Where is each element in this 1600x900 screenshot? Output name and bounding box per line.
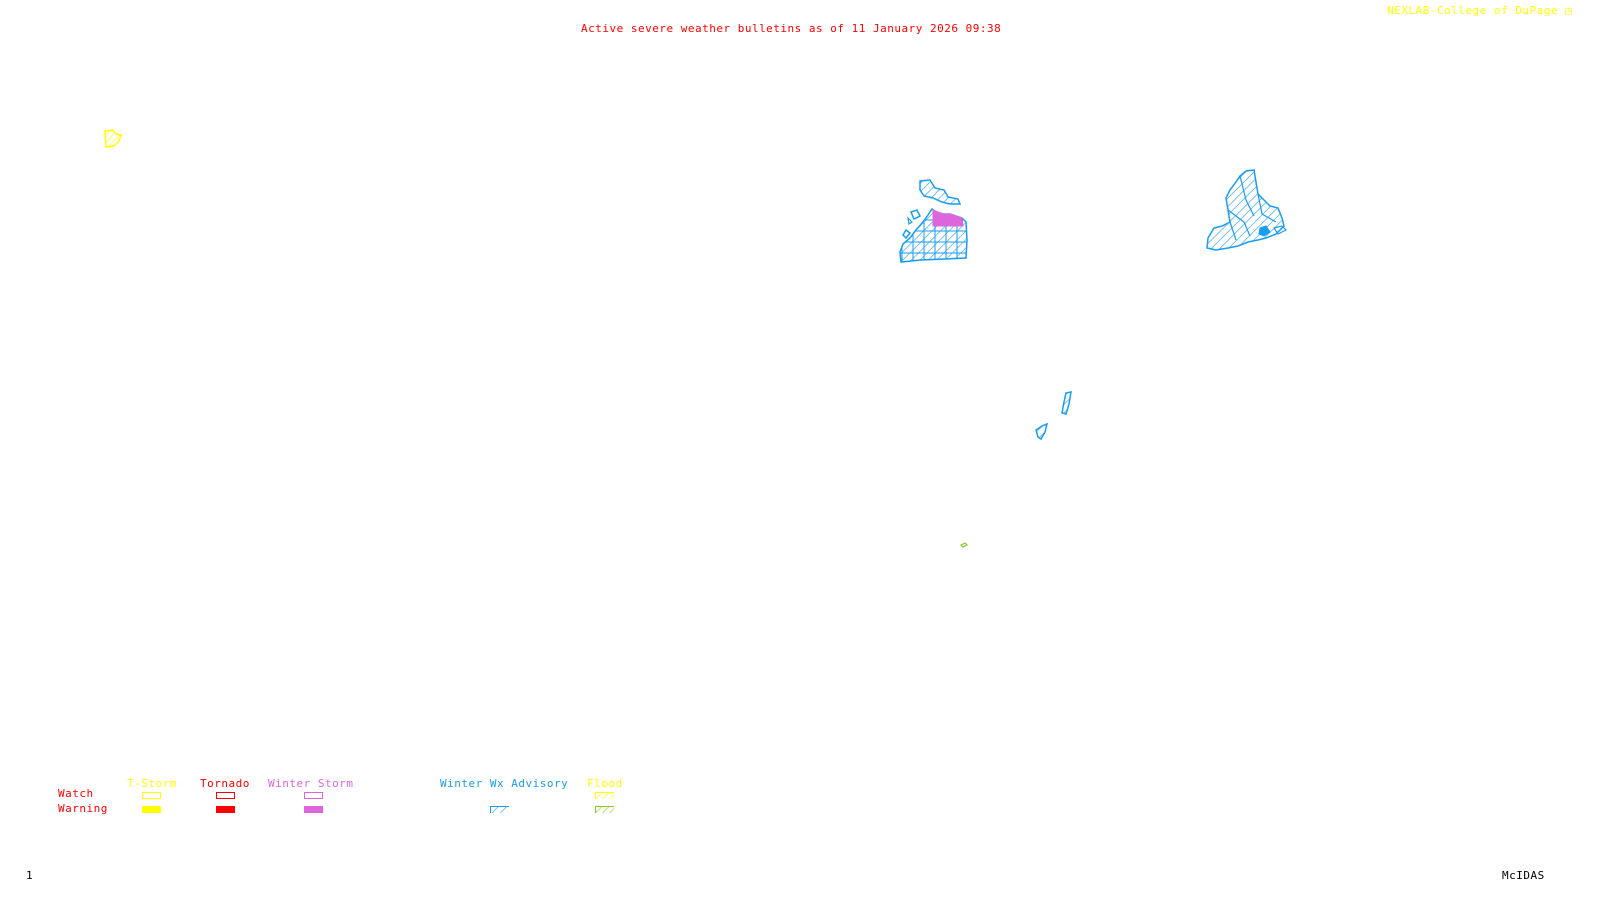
- software-label: McIDAS: [1502, 869, 1545, 882]
- flood-warning-small[interactable]: [959, 542, 969, 548]
- legend-tornado-watch-swatch: [216, 792, 235, 799]
- legend-winter-advisory-swatch: [490, 806, 509, 813]
- corner-icon: ◳: [1565, 4, 1573, 17]
- winter-advisory-cluster-east[interactable]: [1206, 169, 1288, 251]
- legend-tstorm-watch-swatch: [142, 792, 161, 799]
- frame-number: 1: [26, 869, 34, 882]
- winter-storm-warning-central[interactable]: [932, 209, 964, 227]
- legend-tornado-label: Tornado: [200, 777, 250, 790]
- legend-row-warning: Warning: [58, 802, 108, 815]
- legend-tornado-warning-swatch: [216, 806, 235, 813]
- legend-flood-watch-swatch: [595, 792, 614, 799]
- legend-winter-storm-label: Winter Storm: [268, 777, 354, 790]
- legend-flood-warning-swatch: [595, 806, 614, 813]
- yellow-tstorm-area-west[interactable]: [104, 129, 122, 148]
- legend-row-watch: Watch: [58, 787, 94, 800]
- map-title: Active severe weather bulletins as of 11…: [581, 22, 1002, 35]
- legend-tstorm-warning-swatch: [142, 806, 161, 813]
- legend-winter-storm-warning-swatch: [304, 806, 323, 813]
- credit-text: NEXLAB-College of DuPage: [1387, 4, 1558, 17]
- legend-tstorm-label: T-Storm: [127, 777, 177, 790]
- legend-flood-label: Flood: [587, 777, 623, 790]
- winter-advisory-small-south-1[interactable]: [1061, 391, 1072, 415]
- legend-winter-advisory-label: Winter Wx Advisory: [440, 777, 569, 790]
- legend-winter-storm-watch-swatch: [304, 792, 323, 799]
- winter-advisory-small-south-2[interactable]: [1035, 422, 1049, 441]
- credit-label: NEXLAB-College of DuPage ◳: [1387, 5, 1572, 17]
